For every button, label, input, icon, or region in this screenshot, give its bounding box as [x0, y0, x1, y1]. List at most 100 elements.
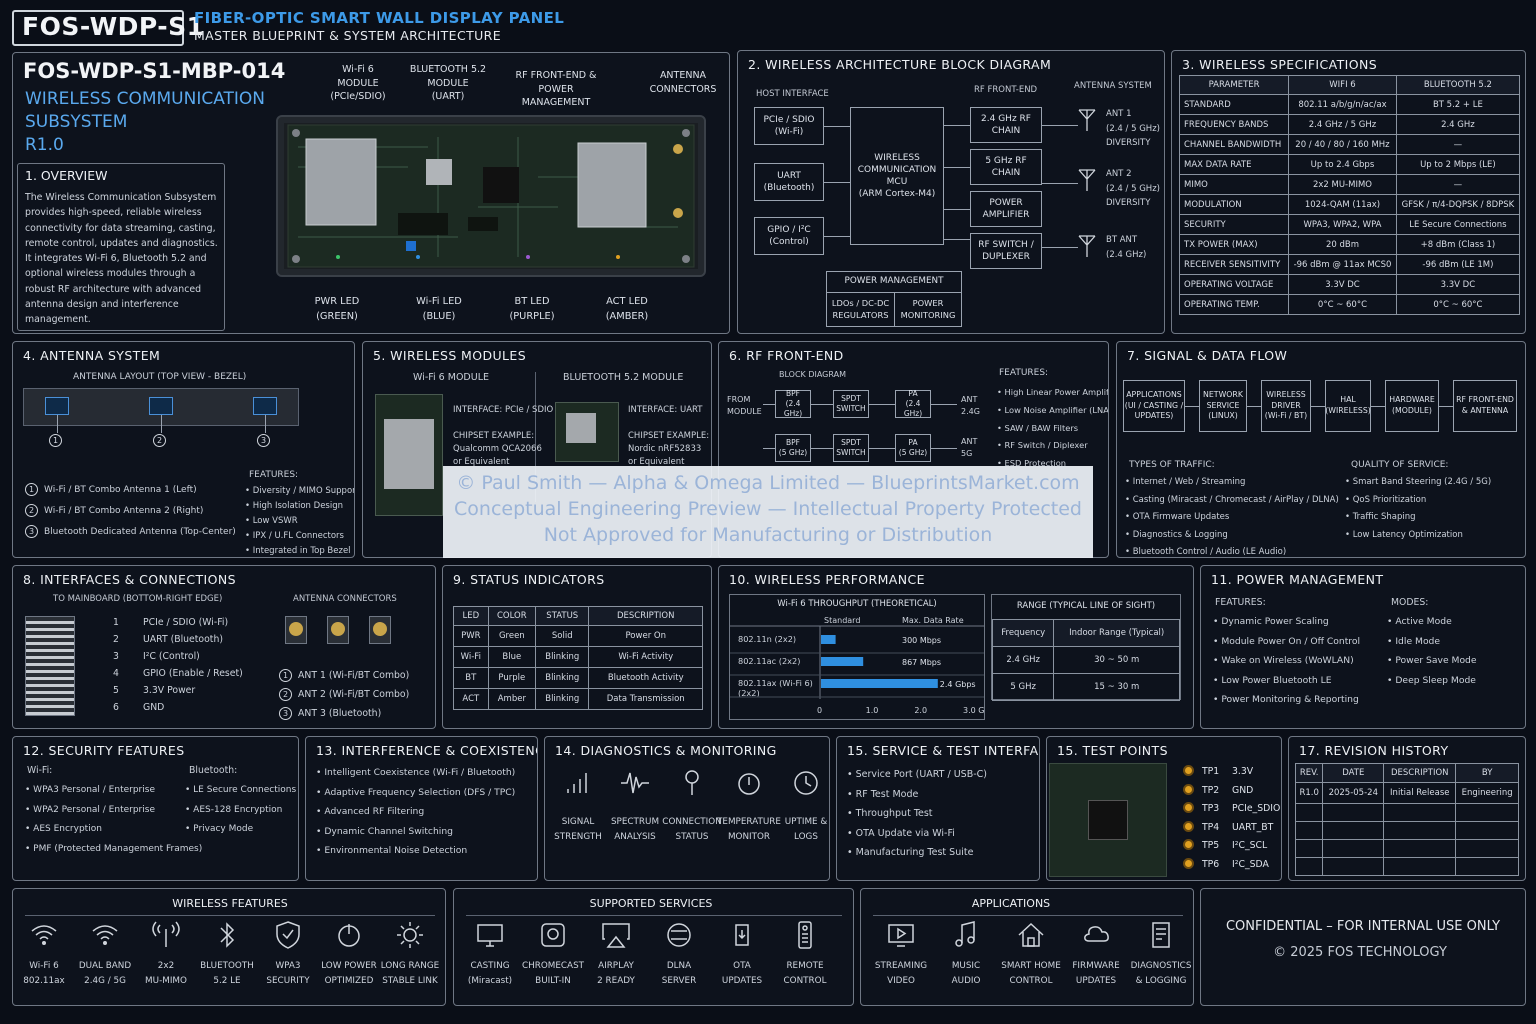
test-point-dot — [1183, 857, 1194, 869]
cloud-icon — [1076, 919, 1116, 951]
throughput-chart-box: Wi-Fi 6 THROUGHPUT (THEORETICAL) Standar… — [729, 594, 985, 720]
temperature-caption: TEMPERATURE MONITOR — [717, 817, 781, 842]
rf-feature-item: High Linear Power Amplifier — [997, 384, 1108, 402]
interference-title: 13. INTERFERENCE & COEXISTENCE — [316, 743, 538, 758]
board-label-wifi-led: Wi-Fi LED (BLUE) — [416, 296, 462, 322]
interface-pin-label: I²C (Control) — [143, 651, 200, 662]
revision-table-empty-cell — [1455, 857, 1519, 876]
flow-arrow — [1311, 406, 1325, 407]
arch-host-label: HOST INTERFACE — [756, 89, 829, 99]
service-item: OTA Update via Wi-Fi — [847, 824, 987, 844]
bezel-ant-1 — [45, 397, 69, 415]
rf-feature-item: SAW / BAW Filters — [997, 420, 1108, 438]
ota-icon — [722, 919, 762, 951]
security-wifi-item: AES Encryption — [25, 820, 202, 840]
interface-ant-label: ANT 1 (Wi-Fi/BT Combo) — [298, 670, 410, 681]
service-item: Manufacturing Test Suite — [847, 843, 987, 863]
revision-table-header-cell: REV. — [1294, 763, 1324, 783]
revision-table-empty-cell — [1322, 857, 1385, 876]
antenna-icon-3 — [1076, 233, 1098, 262]
connection-caption: CONNECTION STATUS — [662, 817, 722, 842]
specs-table-cell: MAX DATA RATE — [1178, 154, 1290, 175]
board-label-wifi: Wi-Fi 6 MODULE (PCIe/SDIO) — [330, 64, 386, 102]
security-wifi-item: PMF (Protected Management Frames) — [25, 840, 202, 860]
interference-item: Intelligent Coexistence (Wi-Fi / Bluetoo… — [316, 763, 515, 783]
remote-icon — [785, 919, 825, 951]
revision-table-empty-cell — [1455, 839, 1519, 858]
rf-title: 6. RF FRONT-END — [729, 348, 844, 363]
board-label-rf: RF FRONT-END & POWER MANAGEMENT — [515, 70, 597, 108]
flow-step: APPLICATIONS (UI / CASTING / UPDATES) — [1123, 380, 1185, 432]
specs-table-cell: OPERATING TEMP. — [1178, 294, 1290, 315]
chart-value-label: 300 Mbps — [902, 636, 941, 645]
panel-antenna: 4. ANTENNA SYSTEM ANTENNA LAYOUT (TOP VI… — [12, 341, 355, 558]
power-modes: Active ModeIdle ModePower Save ModeDeep … — [1387, 612, 1476, 690]
flow-traffic: Internet / Web / StreamingCasting (Mirac… — [1125, 474, 1339, 557]
revision-table-header-cell: DESCRIPTION — [1383, 763, 1457, 783]
revision-table-cell: 2025-05-24 — [1322, 782, 1385, 804]
test-point-dot — [1183, 820, 1194, 832]
specs-table-header-cell: WIFI 6 — [1288, 75, 1397, 95]
panel-services: SUPPORTED SERVICES CASTING (Miracast)CHR… — [453, 888, 854, 1006]
specs-table-cell: Up to 2.4 Gbps — [1288, 154, 1397, 175]
interface-pin-num: 5 — [113, 685, 119, 696]
interface-pin-num: 6 — [113, 702, 119, 713]
chart-category-label: (2x2) — [738, 688, 760, 698]
arch-ant-1: ANT 1 (2.4 / 5 GHz) DIVERSITY — [1106, 109, 1160, 148]
rf-bpf-5: BPF (5 GHz) — [775, 434, 811, 462]
test-point-dot — [1183, 839, 1194, 851]
specs-table-row: RECEIVER SENSITIVITY-96 dBm @ 11ax MCS0-… — [1178, 254, 1521, 275]
chart-tick-label: 2.0 — [914, 706, 927, 715]
footer-copyright: © 2025 FOS TECHNOLOGY — [1273, 945, 1447, 960]
sma-connector-1 — [285, 616, 307, 644]
sun-icon — [390, 919, 430, 951]
status-table-cell: Blinking — [535, 688, 590, 710]
arch-mcu: WIRELESS COMMUNICATION MCU (ARM Cortex-M… — [850, 107, 944, 245]
specs-table-cell: -96 dBm (LE 1M) — [1395, 254, 1521, 275]
status-table-cell: Power On — [588, 625, 703, 647]
modules-wifi-text: INTERFACE: PCIe / SDIO CHIPSET EXAMPLE: … — [453, 405, 554, 467]
power-mode-item: Power Save Mode — [1387, 651, 1476, 671]
sun-caption: LONG RANGE STABLE LINK — [380, 961, 440, 986]
chart-bar — [821, 635, 836, 644]
flow-traffic-item: Casting (Miracast / Chromecast / AirPlay… — [1125, 492, 1339, 510]
interface-pin-label: UART (Bluetooth) — [143, 634, 223, 645]
panel-interfaces: 8. INTERFACES & CONNECTIONS TO MAINBOARD… — [12, 565, 436, 729]
uptime-caption: UPTIME & LOGS — [784, 817, 828, 842]
specs-table-cell: -96 dBm @ 11ax MCS0 — [1288, 254, 1397, 275]
antenna-features: Diversity / MIMO SupportHigh Isolation D… — [245, 484, 354, 557]
board-label-bt-led: BT LED (PURPLE) — [509, 296, 555, 322]
panel-performance: 10. WIRELESS PERFORMANCE Wi-Fi 6 THROUGH… — [718, 565, 1194, 729]
revision-table-cell: Initial Release — [1383, 782, 1457, 804]
specs-table-cell: LE Secure Connections — [1395, 214, 1521, 235]
connection-icon — [672, 767, 712, 799]
specs-table-header-cell: BLUETOOTH 5.2 — [1395, 75, 1521, 95]
arch-title: 2. WIRELESS ARCHITECTURE BLOCK DIAGRAM — [748, 57, 1052, 72]
specs-table-cell: RECEIVER SENSITIVITY — [1178, 254, 1290, 275]
revision-table-empty-cell — [1322, 803, 1385, 822]
range-table-header-cell: Indoor Range (Typical) — [1053, 619, 1180, 647]
revision-table-empty-cell — [1455, 803, 1519, 822]
bt-module-image — [555, 402, 619, 462]
bluetooth-icon — [207, 919, 247, 951]
watermark-line-2: Conceptual Engineering Preview — Intelle… — [454, 498, 1082, 520]
cloud-caption: FIRMWARE UPDATES — [1072, 961, 1120, 986]
spectrum-icon — [615, 767, 655, 799]
interface-ant-label: ANT 3 (Bluetooth) — [298, 708, 382, 719]
chart-value-label: 2.4 Gbps — [940, 680, 976, 689]
shield-icon — [268, 919, 308, 951]
